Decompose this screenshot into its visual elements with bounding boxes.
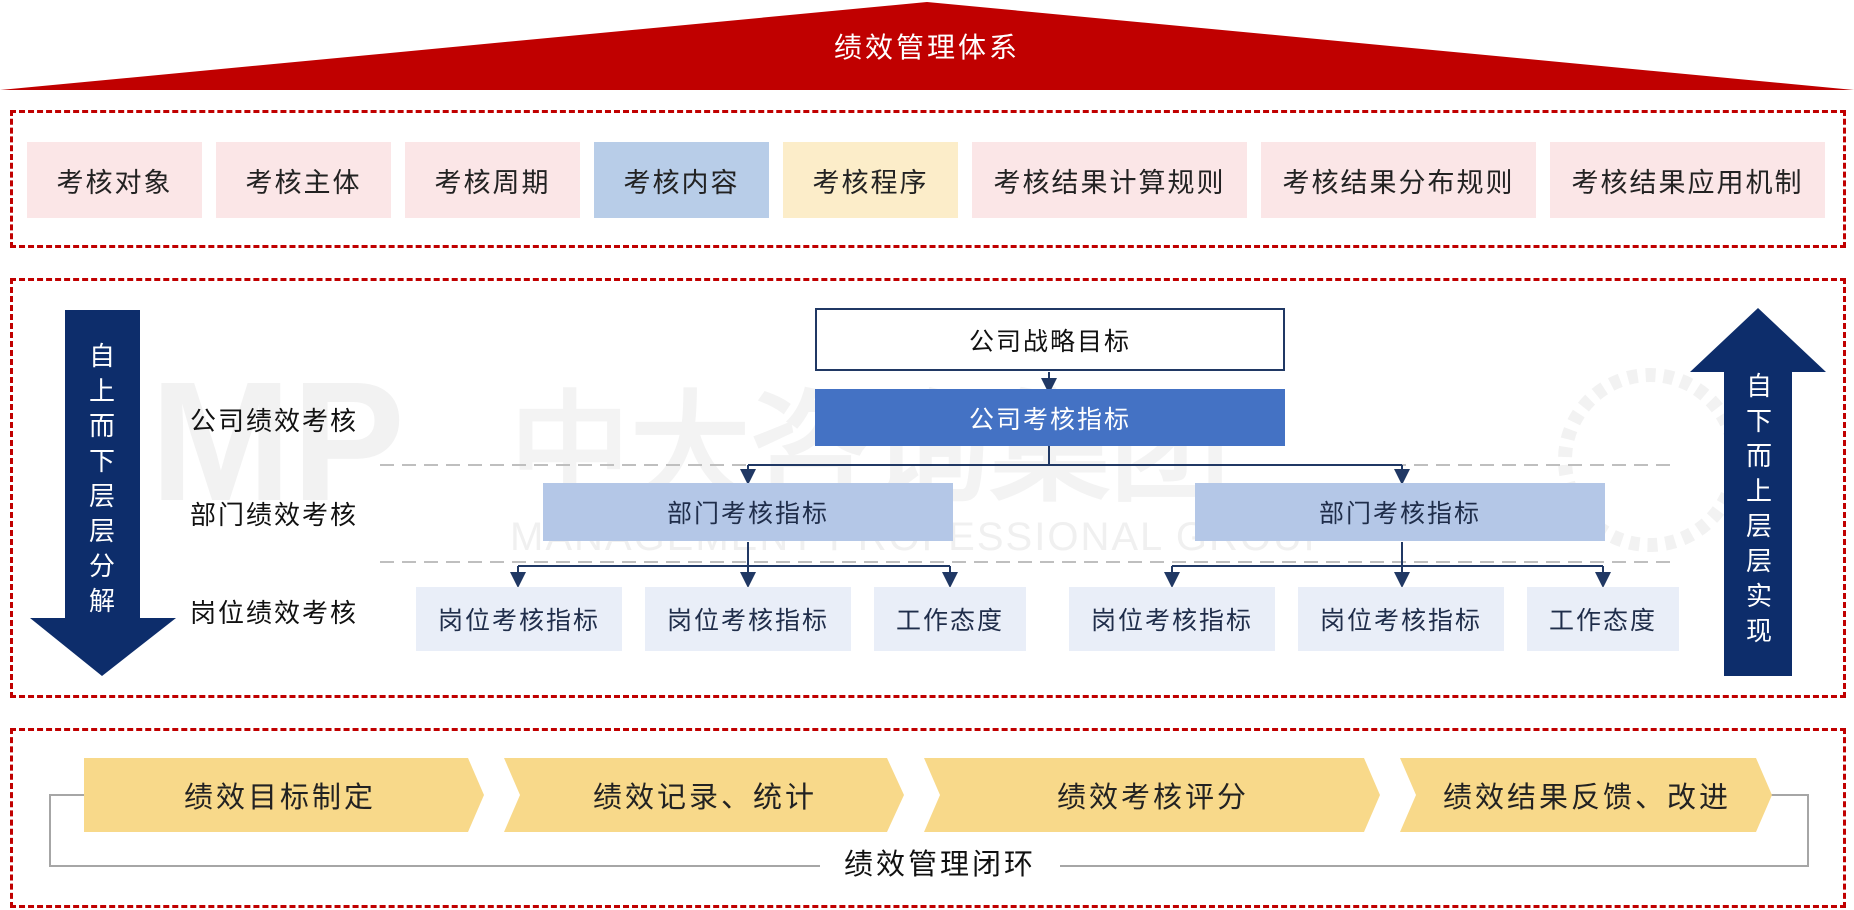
bottom-up-arrow	[1690, 308, 1826, 676]
cycle-step-goal-setting: 绩效目标制定	[183, 780, 376, 814]
node-position-kpi-1: 岗位考核指标	[416, 587, 622, 651]
system-title: 绩效管理体系	[833, 31, 1020, 64]
element-result-distribution-rules: 考核结果分布规则	[1261, 142, 1536, 218]
element-assessment-procedure: 考核程序	[783, 142, 958, 218]
roof-banner	[0, 2, 1854, 90]
element-assessment-content: 考核内容	[594, 142, 769, 218]
cycle-step-scoring: 绩效考核评分	[1056, 780, 1249, 814]
svg-text:MP: MP	[150, 360, 405, 537]
node-position-kpi-4: 岗位考核指标	[1298, 587, 1504, 651]
node-position-kpi-2: 岗位考核指标	[645, 587, 851, 651]
level-label-department: 部门绩效考核	[190, 501, 359, 531]
cycle-step-recording: 绩效记录、统计	[592, 780, 817, 814]
top-down-arrow	[30, 310, 176, 676]
cascade-section	[10, 278, 1846, 698]
node-company-strategy: 公司战略目标	[815, 308, 1285, 371]
element-result-application-mechanism: 考核结果应用机制	[1550, 142, 1825, 218]
node-dept-kpi-left: 部门考核指标	[543, 483, 953, 541]
node-work-attitude-2: 工作态度	[1527, 587, 1679, 651]
element-assessment-object: 考核对象	[27, 142, 202, 218]
element-assessment-subject: 考核主体	[216, 142, 391, 218]
node-company-kpi: 公司考核指标	[815, 389, 1285, 446]
bottom-up-arrow-label: 自下而上层层实现	[1739, 370, 1779, 660]
top-down-arrow-label: 自上而下层层分解	[82, 340, 122, 630]
node-position-kpi-3: 岗位考核指标	[1069, 587, 1275, 651]
bottom-up-arrow-text: 自下而上层层实现	[1745, 372, 1772, 647]
cycle-loop-label: 绩效管理闭环	[820, 844, 1060, 884]
level-label-company: 公司绩效考核	[190, 407, 359, 437]
element-result-calculation-rules: 考核结果计算规则	[972, 142, 1247, 218]
cycle-section	[10, 728, 1846, 908]
top-down-arrow-text: 自上而下层层分解	[88, 342, 115, 617]
node-dept-kpi-right: 部门考核指标	[1195, 483, 1605, 541]
element-assessment-period: 考核周期	[405, 142, 580, 218]
cycle-step-feedback: 绩效结果反馈、改进	[1442, 780, 1731, 814]
elements-section	[10, 110, 1846, 248]
node-work-attitude-1: 工作态度	[874, 587, 1026, 651]
level-label-position: 岗位绩效考核	[190, 599, 359, 629]
